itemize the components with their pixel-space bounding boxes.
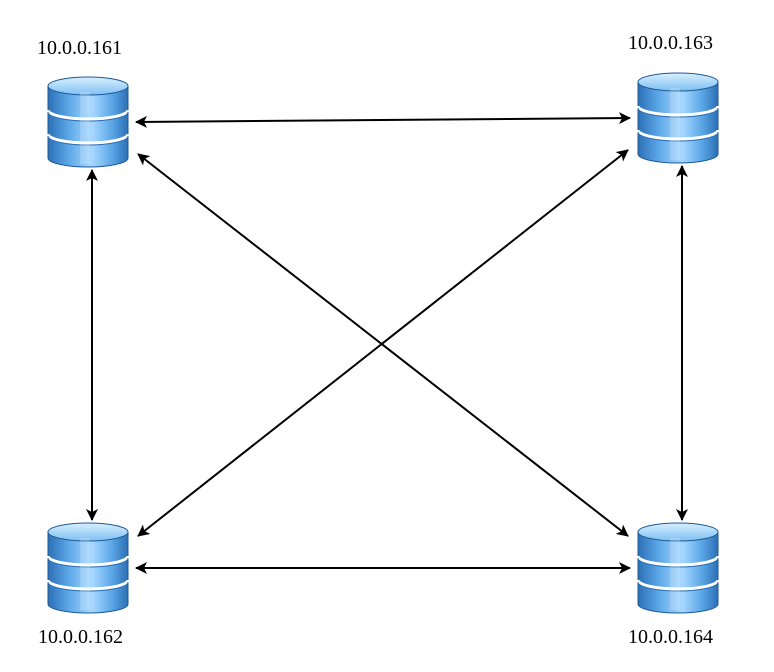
database-icon [46, 76, 130, 168]
node-label-164: 10.0.0.164 [628, 626, 713, 648]
node-label-161: 10.0.0.161 [37, 37, 122, 59]
edge-n163-n162 [137, 149, 629, 537]
node-label-163: 10.0.0.163 [628, 32, 713, 54]
database-icon [636, 72, 720, 164]
nodes-layer [46, 72, 720, 614]
database-icon [46, 522, 130, 614]
edge-n161-n163 [135, 112, 631, 128]
edges-layer [86, 112, 688, 574]
database-icon [636, 522, 720, 614]
node-label-162: 10.0.0.162 [38, 626, 123, 648]
